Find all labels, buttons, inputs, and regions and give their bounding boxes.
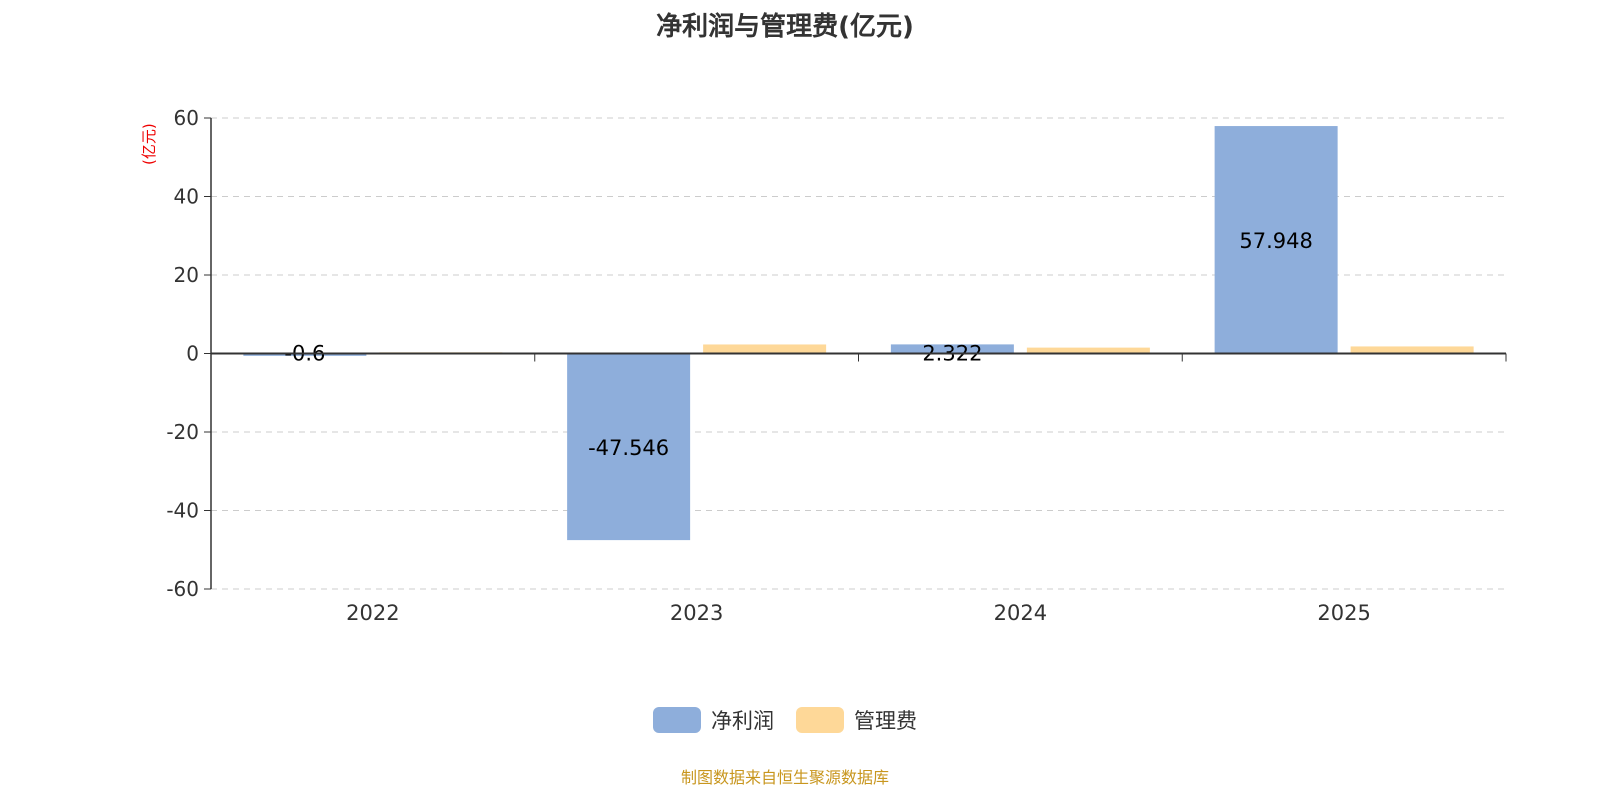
y-tick-label: 0 [186, 342, 199, 366]
legend: 净利润 管理费 [0, 705, 1570, 735]
bar-net-profit [1214, 126, 1338, 354]
legend-swatch [796, 707, 844, 733]
x-tick-label: 2022 [346, 601, 399, 625]
x-tick-label: 2025 [1317, 601, 1370, 625]
x-tick-label: 2024 [994, 601, 1047, 625]
bar-admin-expense [1350, 346, 1474, 354]
y-tick-label: -60 [166, 577, 199, 601]
data-label: -47.546 [588, 436, 669, 460]
y-tick-label: -20 [166, 420, 199, 444]
data-label: 57.948 [1239, 229, 1312, 253]
source-note: 制图数据来自恒生聚源数据库 [680, 768, 889, 787]
bar-admin-expense [1026, 347, 1150, 354]
bar-admin-expense [703, 344, 827, 354]
bar-net-profit [243, 353, 367, 356]
y-tick-label: 40 [174, 185, 199, 209]
legend-item-admin-expense[interactable]: 管理费 [796, 705, 917, 735]
legend-item-net-profit[interactable]: 净利润 [653, 705, 774, 735]
legend-swatch [653, 707, 701, 733]
bar-net-profit [890, 344, 1014, 354]
y-tick-label: 60 [174, 106, 199, 130]
bar-net-profit [567, 353, 691, 541]
y-tick-label: -40 [166, 499, 199, 523]
y-tick-label: 20 [174, 263, 199, 287]
chart-title: 净利润与管理费(亿元) [656, 12, 914, 42]
legend-label: 净利润 [711, 709, 774, 733]
x-tick-label: 2023 [670, 601, 723, 625]
legend-label: 管理费 [854, 709, 917, 733]
